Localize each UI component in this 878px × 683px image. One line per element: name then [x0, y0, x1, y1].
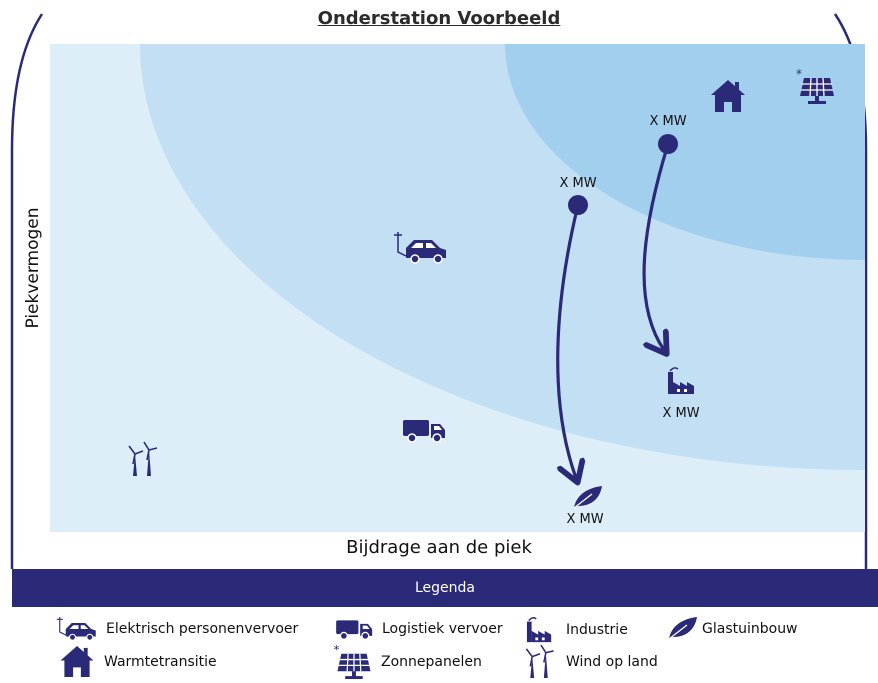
flow-arrow-glastuinbouw	[556, 204, 578, 478]
legend-title: Legenda	[414, 580, 475, 596]
legend-item-warmtetransitie: Warmtetransitie	[60, 646, 217, 678]
legend-label: Warmtetransitie	[104, 654, 217, 670]
house-icon	[60, 646, 94, 678]
diagram-title: Onderstation Voorbeeld	[317, 8, 561, 29]
svg-text:*: *	[796, 67, 802, 81]
car-icon	[394, 232, 446, 264]
flow-source-label-left: X MW	[559, 176, 597, 191]
leaf-icon	[573, 486, 602, 509]
x-axis-label: Bijdrage aan de piek	[346, 537, 532, 558]
flow-source-dot-right	[658, 134, 678, 154]
leaf-icon	[668, 617, 697, 640]
legend-label: Glastuinbouw	[702, 621, 798, 637]
wind-turbine-icon	[525, 645, 554, 679]
truck-icon	[403, 420, 445, 443]
factory-icon	[526, 617, 552, 643]
legend-label: Zonnepanelen	[381, 654, 482, 670]
glastuinbouw-value-label: X MW	[566, 512, 604, 527]
wind-turbine-icon	[128, 441, 158, 476]
solar-panel-icon: *	[796, 67, 834, 104]
y-axis-label: Piekvermogen	[23, 207, 43, 329]
solar-panel-icon: *	[334, 644, 371, 680]
legend-header: Legenda	[12, 569, 878, 607]
legend-item-industrie: Industrie	[526, 616, 628, 644]
car-icon	[56, 617, 96, 641]
legend-label: Industrie	[566, 622, 628, 638]
legend-item-wind-op-land: Wind op land	[524, 645, 658, 679]
house-icon	[711, 80, 745, 112]
flow-source-label-right: X MW	[649, 114, 687, 129]
zone-high	[505, 44, 865, 260]
legend-item-logistiek-vervoer: Logistiek vervoer	[334, 617, 503, 641]
svg-text:*: *	[334, 644, 340, 657]
flow-source-dot-left	[568, 195, 588, 215]
legend-label: Logistiek vervoer	[382, 621, 503, 637]
legend-label: Elektrisch personenvervoer	[106, 621, 299, 637]
flow-arrow-industrie	[642, 143, 668, 350]
legend-item-elektrisch-personenvervoer: Elektrisch personenvervoer	[50, 617, 298, 641]
factory-icon	[668, 367, 694, 394]
legend-label: Wind op land	[566, 654, 658, 670]
industrie-value-label: X MW	[662, 406, 700, 421]
legend-item-glastuinbouw: Glastuinbouw	[666, 617, 798, 641]
truck-icon	[336, 620, 373, 640]
legend-item-zonnepanelen: * Zonnepanelen	[333, 644, 482, 680]
